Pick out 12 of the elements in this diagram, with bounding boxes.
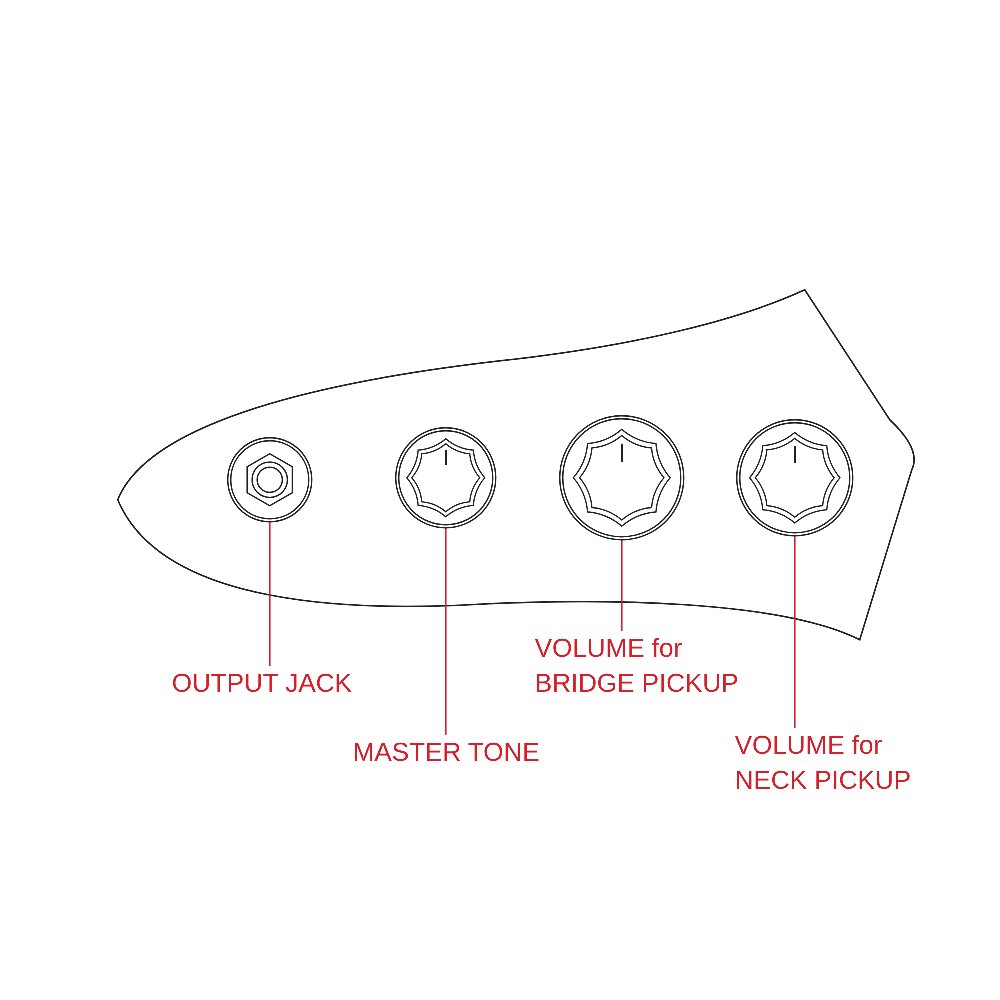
leader-line (445, 528, 447, 735)
control-knob-drawing (394, 426, 498, 530)
output-jack-drawing (226, 436, 314, 524)
callout-label: MASTER TONE (353, 735, 540, 770)
control-knob-drawing (735, 418, 855, 538)
control-knob-drawing (558, 414, 686, 542)
leader-line (794, 536, 796, 728)
callout-label: OUTPUT JACK (172, 666, 352, 701)
leader-line (621, 540, 623, 631)
callout-label: VOLUME for BRIDGE PICKUP (535, 631, 740, 701)
leader-line (269, 522, 271, 666)
callout-label: VOLUME for NECK PICKUP (735, 728, 915, 798)
